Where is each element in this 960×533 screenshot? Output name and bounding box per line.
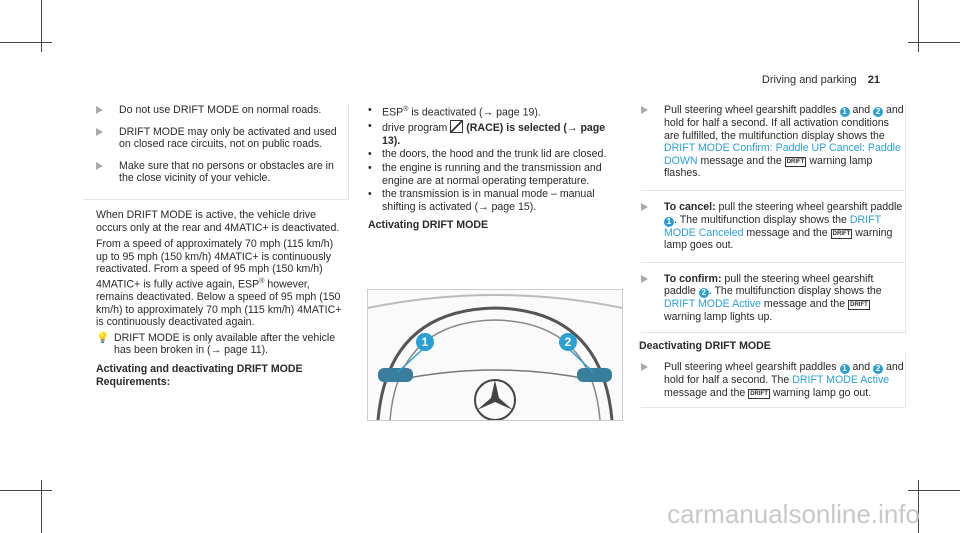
middle-column: ESP® is deactivated (→ page 19). drive p… bbox=[368, 104, 620, 232]
crop-mark bbox=[41, 0, 42, 52]
drift-warning-icon: DRIFT bbox=[748, 388, 770, 399]
step-block: Pull steering wheel gearshift paddles 1 … bbox=[641, 352, 906, 409]
crop-mark bbox=[0, 490, 52, 491]
list-item: DRIFT MODE may only be activated and use… bbox=[96, 126, 348, 151]
crop-mark bbox=[918, 480, 919, 533]
step-arrow-icon bbox=[96, 161, 103, 170]
step-arrow-icon bbox=[641, 274, 648, 283]
page-number: 21 bbox=[867, 74, 880, 86]
watermark: carmanualsonline.info bbox=[667, 499, 920, 529]
crop-mark bbox=[0, 42, 52, 43]
step-arrow-icon bbox=[96, 106, 103, 114]
callout-badge: 2 bbox=[559, 333, 577, 351]
steering-wheel-icon bbox=[368, 294, 622, 420]
step-arrow-icon bbox=[641, 106, 648, 114]
step-block: Pull steering wheel gearshift paddles 1 … bbox=[641, 104, 906, 191]
crop-mark bbox=[908, 490, 960, 491]
paddle-left bbox=[378, 368, 413, 382]
crop-mark bbox=[918, 0, 919, 52]
crop-mark bbox=[41, 480, 42, 533]
crop-mark bbox=[908, 42, 960, 43]
step-arrow-icon bbox=[641, 202, 648, 211]
section-title: Driving and parking bbox=[761, 74, 857, 86]
drift-warning-icon: DRIFT bbox=[848, 300, 870, 311]
info-note: 💡 DRIFT MODE is only available after the… bbox=[96, 331, 336, 357]
callout-badge: 1 bbox=[416, 333, 434, 351]
drift-warning-icon: DRIFT bbox=[784, 156, 807, 167]
body-paragraph: From a speed of approximately 70 mph (11… bbox=[96, 238, 342, 329]
list-item: the transmission is in manual mode – man… bbox=[368, 188, 620, 213]
lightbulb-icon: 💡 bbox=[96, 331, 110, 344]
step-block: To cancel: pull the steering wheel gears… bbox=[641, 190, 906, 263]
step-block: To confirm: pull the steering wheel gear… bbox=[641, 262, 906, 333]
list-item: drive program (RACE) is selected (→ page… bbox=[368, 120, 620, 147]
steering-wheel-illustration: 1 2 bbox=[367, 289, 623, 421]
section-heading: Deactivating DRIFT MODE bbox=[639, 339, 771, 352]
left-column: Do not use DRIFT MODE on normal roads. D… bbox=[83, 104, 349, 388]
race-mode-icon bbox=[450, 120, 464, 134]
step-arrow-icon bbox=[96, 127, 103, 136]
drift-warning-icon: DRIFT bbox=[830, 228, 853, 239]
list-item: the doors, the hood and the trunk lid ar… bbox=[368, 148, 620, 161]
page-header: Driving and parking 21 bbox=[762, 74, 880, 87]
requirements-label: Requirements: bbox=[96, 375, 171, 388]
list-item: Do not use DRIFT MODE on normal roads. bbox=[96, 104, 348, 117]
list-item: Make sure that no persons or obstacles a… bbox=[96, 160, 348, 185]
section-heading: Activating and deactivating DRIFT MODE bbox=[96, 363, 303, 376]
step-arrow-icon bbox=[641, 363, 648, 372]
section-heading: Activating DRIFT MODE bbox=[368, 219, 489, 232]
paddle-right bbox=[577, 368, 612, 382]
right-column: Pull steering wheel gearshift paddles 1 … bbox=[639, 104, 906, 409]
warning-notes: Do not use DRIFT MODE on normal roads. D… bbox=[83, 104, 349, 200]
body-paragraph: When DRIFT MODE is active, the vehicle d… bbox=[96, 208, 340, 234]
list-item: the engine is running and the transmissi… bbox=[368, 162, 620, 187]
list-item: ESP® is deactivated (→ page 19). bbox=[368, 104, 620, 119]
